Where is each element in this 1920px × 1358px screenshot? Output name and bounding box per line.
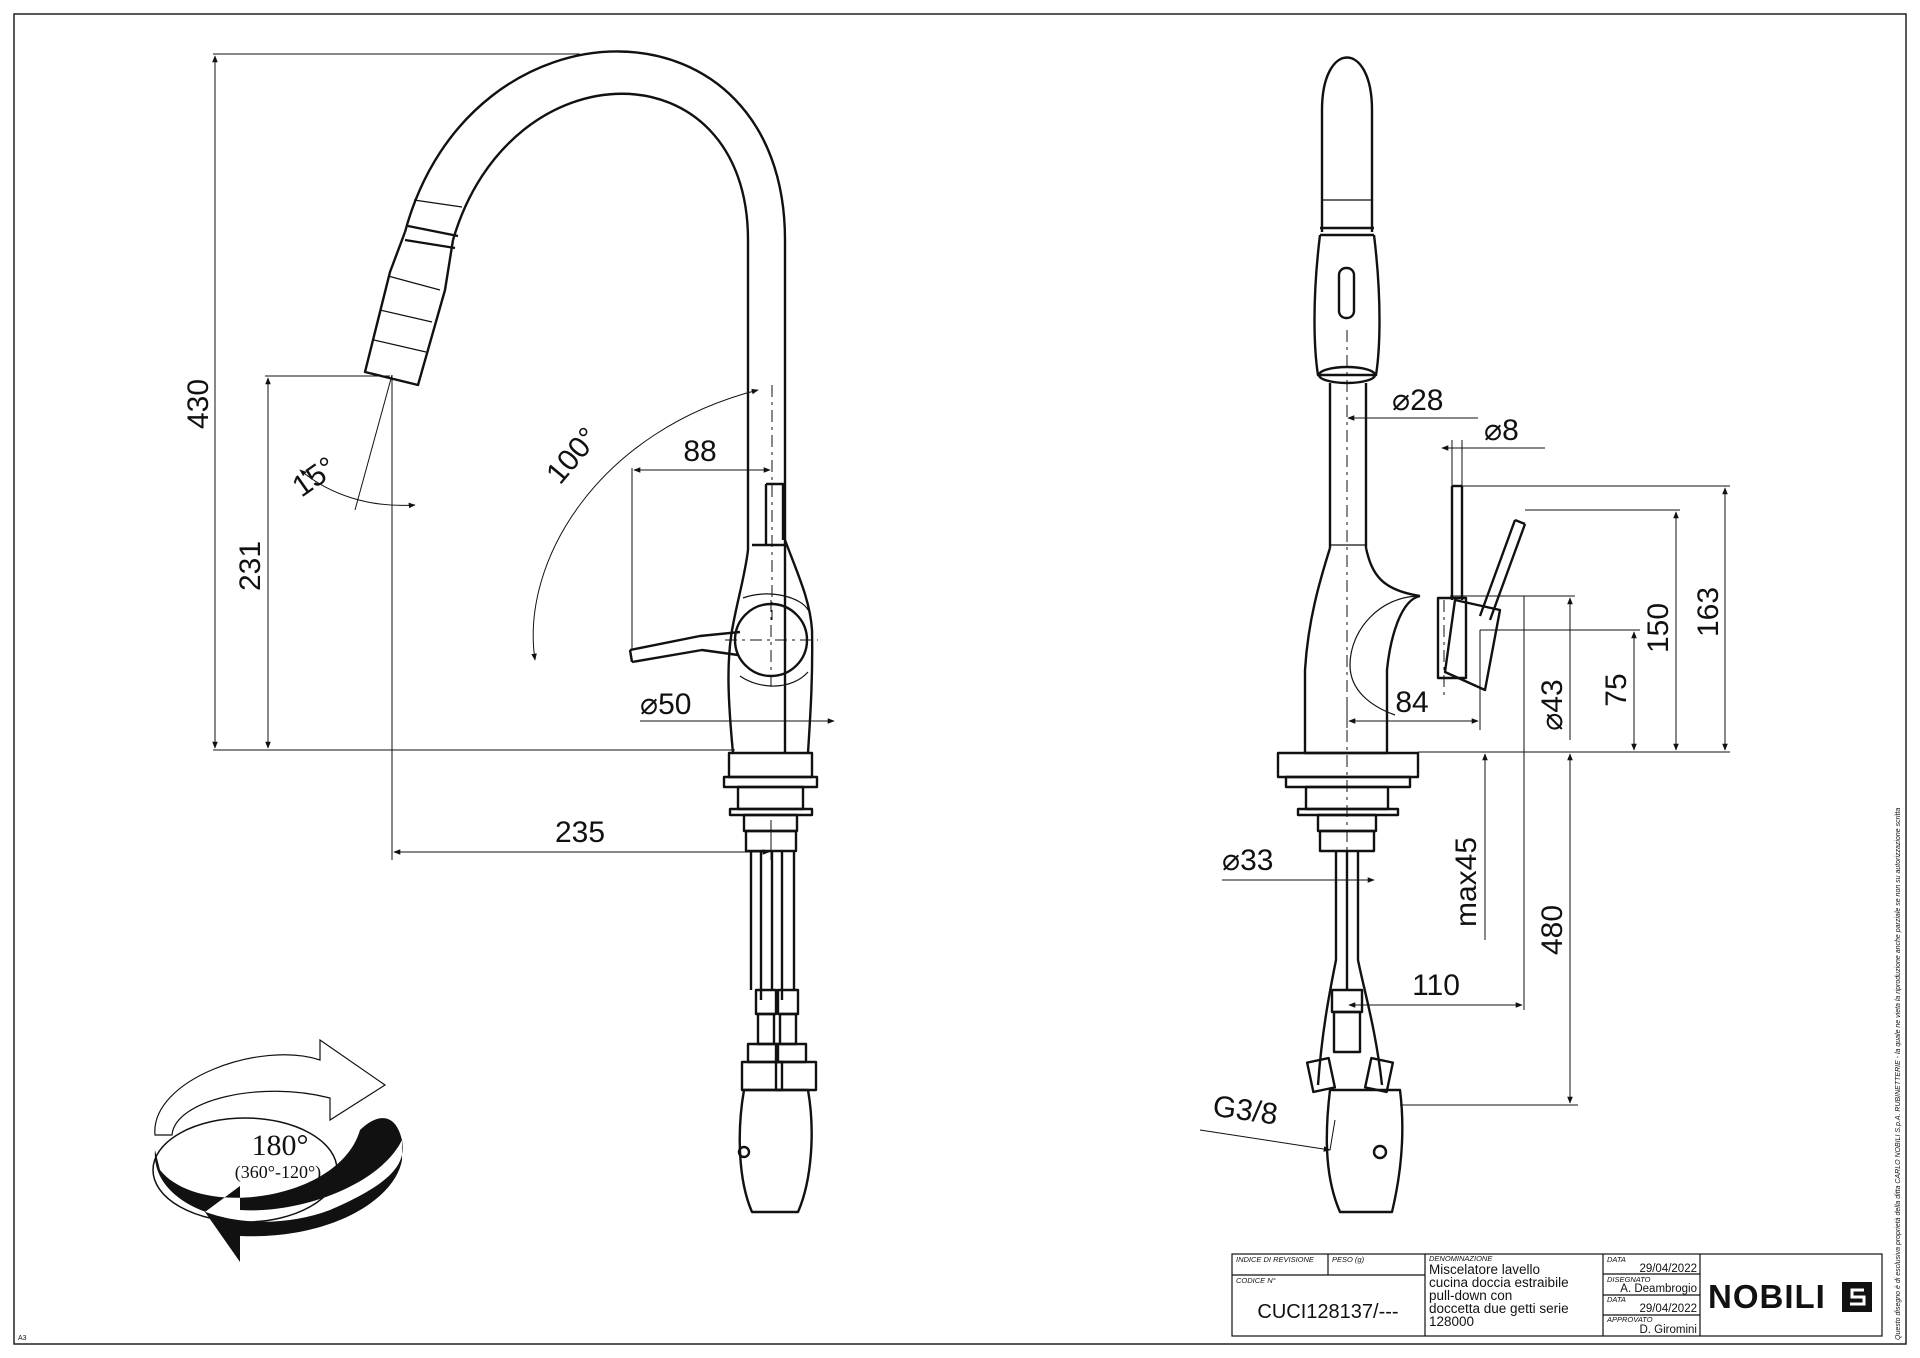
description-label: DENOMINAZIONE xyxy=(1429,1254,1493,1263)
dim-84: 84 xyxy=(1395,686,1428,719)
code-label: CODICE N° xyxy=(1236,1276,1276,1285)
side-dimension-lines xyxy=(1199,330,1730,1152)
weight-label: PESO (g) xyxy=(1332,1255,1365,1264)
diameter-symbol: ⌀ xyxy=(640,688,658,721)
description-line: pull-down con xyxy=(1429,1288,1512,1303)
front-view-faucet xyxy=(363,50,819,1214)
dim-diameter-8: ⌀8 xyxy=(1484,414,1519,447)
dim-110: 110 xyxy=(1412,969,1460,1002)
description-line: 128000 xyxy=(1429,1314,1474,1329)
date2-label: DATA xyxy=(1607,1295,1626,1304)
dim-diameter-33: ⌀33 xyxy=(1222,844,1273,877)
rotation-icon: 180° (360°-120°) xyxy=(152,1038,403,1262)
approved-label: APPROVATO xyxy=(1606,1315,1653,1324)
ownership-note: Questo disegno è di esclusiva proprietà … xyxy=(1895,808,1902,1340)
dim-150: 150 xyxy=(1642,603,1675,653)
description-line: Miscelatore lavello xyxy=(1429,1262,1540,1277)
dim-diameter-50: ⌀50 xyxy=(640,688,691,721)
dim-diameter-28: ⌀28 xyxy=(1392,384,1443,417)
diameter-symbol: ⌀ xyxy=(1484,414,1502,447)
dim-max45: max45 xyxy=(1450,837,1483,927)
logo-text: NOBILI xyxy=(1708,1278,1826,1315)
diameter-symbol: ⌀ xyxy=(1392,384,1410,417)
drawn-value: A. Deambrogio xyxy=(1620,1283,1697,1295)
dim-88: 88 xyxy=(683,435,716,468)
corner-code: A3 xyxy=(18,1335,27,1342)
drawing-border xyxy=(13,13,1907,1345)
description-line: doccetta due getti serie xyxy=(1429,1301,1569,1316)
description-line: cucina doccia estraibile xyxy=(1429,1275,1569,1290)
side-dimension-labels: ⌀28 ⌀8 163 150 75 ⌀43 84 ⌀33 max45 480 1… xyxy=(1211,384,1725,1131)
dim-231: 231 xyxy=(234,541,267,591)
diameter-symbol: ⌀ xyxy=(1222,844,1240,877)
date-value: 29/04/2022 xyxy=(1639,1263,1697,1275)
dim-235: 235 xyxy=(555,816,605,849)
side-view-faucet xyxy=(1276,56,1527,1214)
diameter-symbol: ⌀ xyxy=(1536,713,1569,731)
front-dimension-lines xyxy=(212,53,835,860)
rotation-label: 180° xyxy=(252,1129,309,1162)
title-block: INDICE DI REVISIONE PESO (g) CODICE N° C… xyxy=(1231,1253,1883,1337)
dim-angle-100: 100° xyxy=(540,422,605,491)
dim-75: 75 xyxy=(1600,673,1633,706)
dim-diameter-43: ⌀43 xyxy=(1536,679,1569,730)
revision-label: INDICE DI REVISIONE xyxy=(1236,1255,1315,1264)
dim-g3-8: G3/8 xyxy=(1211,1090,1280,1132)
dim-430: 430 xyxy=(182,379,215,429)
drawn-label: DISEGNATO xyxy=(1607,1275,1651,1284)
date-label: DATA xyxy=(1607,1255,1626,1264)
rotation-sublabel: (360°-120°) xyxy=(235,1162,321,1183)
front-dimension-labels: 430 231 15° 100° 88 ⌀50 235 xyxy=(182,379,717,849)
code-value: CUCI128137/--- xyxy=(1257,1301,1398,1323)
approved-value: D. Giromini xyxy=(1639,1324,1697,1336)
dim-163: 163 xyxy=(1692,587,1725,637)
date2-value: 29/04/2022 xyxy=(1639,1303,1697,1315)
dim-480: 480 xyxy=(1536,905,1569,955)
company-logo: NOBILI xyxy=(1708,1278,1872,1315)
dim-angle-15: 15° xyxy=(287,451,343,504)
